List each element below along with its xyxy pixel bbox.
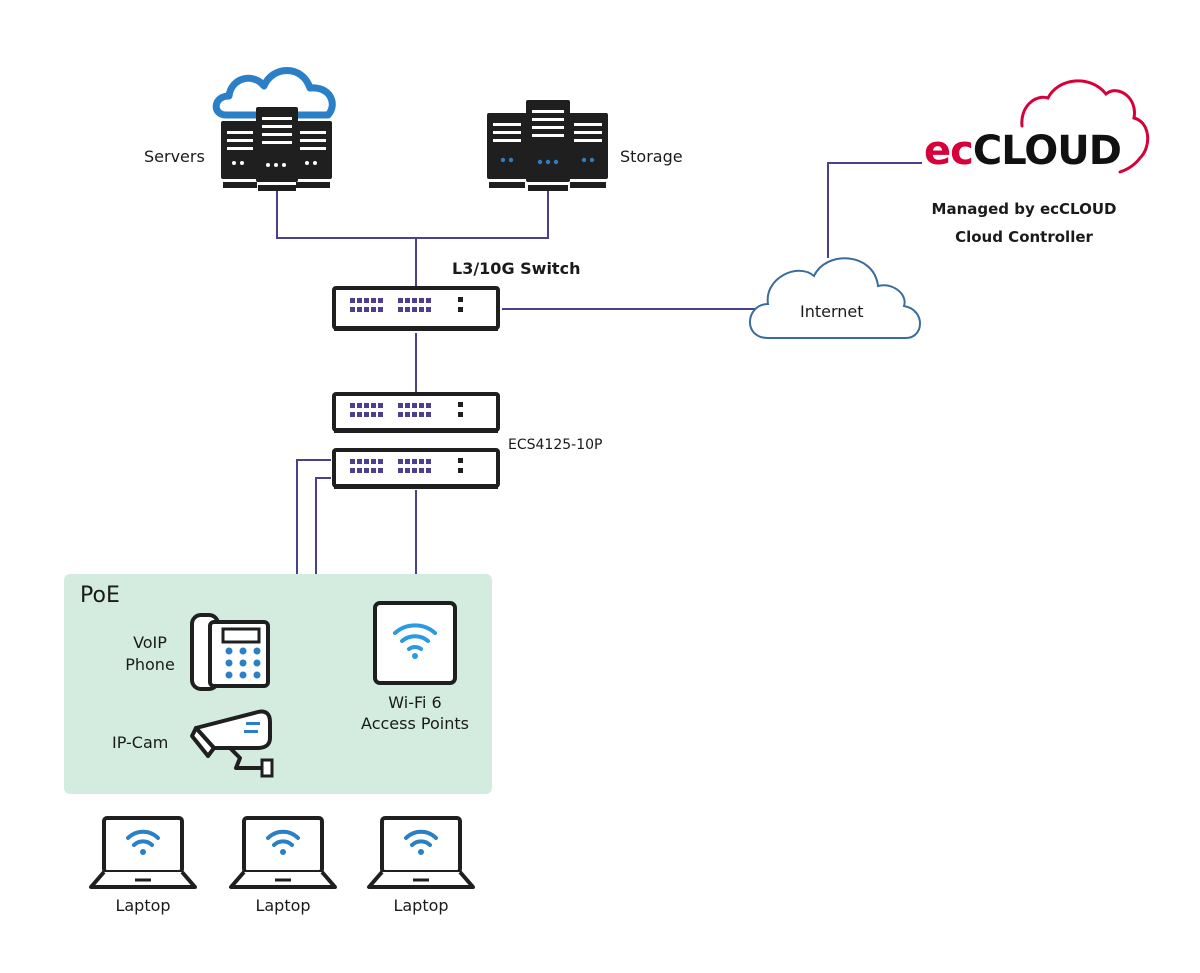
switch-port: [350, 468, 355, 473]
switch-port: [371, 468, 376, 473]
switch-port: [350, 459, 355, 464]
switch-port: [371, 298, 376, 303]
laptop-icon: [367, 816, 475, 889]
switch-port: [419, 403, 424, 408]
switch-port: [357, 298, 362, 303]
switch-port: [378, 468, 383, 473]
l3-switch-label: L3/10G Switch: [452, 259, 581, 278]
switch-port: [371, 459, 376, 464]
switch-port: [419, 468, 424, 473]
switch-port: [426, 298, 431, 303]
switch-port: [357, 403, 362, 408]
switch-port: [412, 403, 417, 408]
switch-port: [364, 412, 369, 417]
switch-port: [412, 307, 417, 312]
switch-port: [378, 307, 383, 312]
poe-label: PoE: [80, 583, 120, 608]
managed-by-line2: Cloud Controller: [955, 228, 1093, 246]
switch-port: [364, 459, 369, 464]
switch-port: [405, 459, 410, 464]
switch-port: [405, 403, 410, 408]
switch-port: [398, 307, 403, 312]
switch-port: [405, 468, 410, 473]
switch-port: [364, 403, 369, 408]
switch-port: [357, 307, 362, 312]
switch-port: [398, 298, 403, 303]
switch-port: [371, 307, 376, 312]
ecs-switch-label: ECS4125-10P: [508, 437, 603, 453]
laptop-icon: [229, 816, 337, 889]
internet-to-ecloud: [827, 162, 922, 258]
servers-label: Servers: [144, 147, 205, 166]
ip-cam-icon: [190, 709, 274, 778]
switch-port: [357, 468, 362, 473]
servers-cloud-icon: [212, 67, 336, 119]
laptop-label-3: Laptop: [393, 896, 449, 915]
switch-port: [426, 459, 431, 464]
ecloud-logo-suffix: CLOUD: [972, 128, 1122, 174]
servers-icon: [212, 67, 336, 191]
switch-port: [357, 412, 362, 417]
internet-cloud-icon: [749, 257, 921, 339]
switch-port: [398, 403, 403, 408]
switch-port: [426, 412, 431, 417]
switch-port: [419, 298, 424, 303]
switch-port: [412, 459, 417, 464]
switch-port: [405, 298, 410, 303]
ecloud-logo-cloud-icon: [1020, 79, 1150, 174]
switch-port: [371, 403, 376, 408]
switch-port: [398, 459, 403, 464]
ecloud-logo: ecCLOUD: [924, 128, 1122, 174]
storage-label: Storage: [620, 147, 683, 166]
switch-port: [364, 307, 369, 312]
switch-port: [378, 298, 383, 303]
managed-by-line1: Managed by ecCLOUD: [931, 200, 1117, 218]
laptop-label-1: Laptop: [115, 896, 171, 915]
ipcam-label: IP-Cam: [112, 733, 169, 752]
access-point-icon: [373, 601, 457, 685]
switch-port: [350, 307, 355, 312]
switch-port: [412, 298, 417, 303]
switch-port: [426, 403, 431, 408]
switch-port: [350, 298, 355, 303]
switch-port: [419, 459, 424, 464]
switch-port: [398, 468, 403, 473]
storage-uplink: [416, 188, 549, 239]
switch-port: [412, 468, 417, 473]
switch-port: [419, 307, 424, 312]
switch-port: [378, 412, 383, 417]
switch-port: [398, 412, 403, 417]
core-switch-icon: [332, 286, 500, 331]
ecs-switch-bottom-icon: [332, 448, 500, 489]
voip-label-line1: VoIP: [133, 633, 167, 652]
switch-port: [350, 412, 355, 417]
switch-port: [378, 403, 383, 408]
voip-label-line2: Phone: [125, 655, 175, 674]
switch-port: [419, 412, 424, 417]
laptop-icon: [89, 816, 197, 889]
wifi-label-line2: Access Points: [361, 714, 469, 733]
switch-port: [405, 412, 410, 417]
switch-port: [412, 412, 417, 417]
ecs-switch-top-icon: [332, 392, 500, 433]
switch-port: [357, 459, 362, 464]
wifi-label-line1: Wi-Fi 6: [388, 693, 442, 712]
switch-port: [364, 468, 369, 473]
switch-port: [378, 459, 383, 464]
switch-port: [350, 403, 355, 408]
switch-port: [371, 412, 376, 417]
switch-port: [426, 307, 431, 312]
switch-port: [364, 298, 369, 303]
storage-icon: [487, 100, 608, 191]
laptop-label-2: Laptop: [255, 896, 311, 915]
ecloud-logo-prefix: ec: [924, 128, 974, 174]
voip-phone-icon: [190, 613, 270, 691]
internet-label: Internet: [800, 302, 864, 321]
switch-port: [405, 307, 410, 312]
servers-uplink: [276, 188, 416, 239]
switch-port: [426, 468, 431, 473]
